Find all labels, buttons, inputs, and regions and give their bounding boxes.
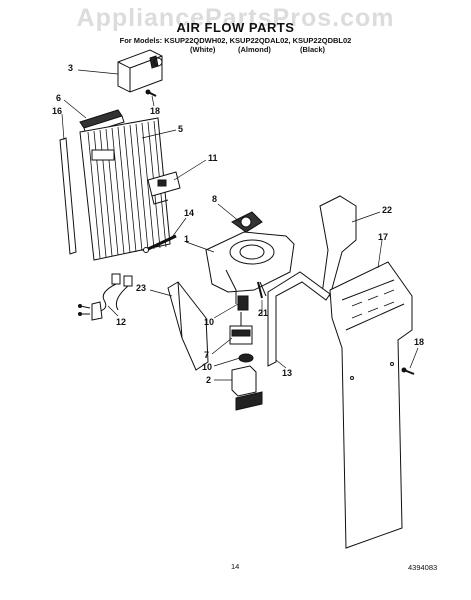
- variant-black: (Black): [300, 45, 326, 54]
- callout-3: 3: [68, 63, 74, 73]
- callout-22: 22: [382, 205, 393, 215]
- callout-6: 6: [56, 93, 62, 103]
- callout-21: 21: [258, 308, 269, 318]
- part-screw-bottom: [401, 367, 415, 375]
- part-duct: [329, 261, 413, 549]
- part-deflector: [167, 281, 209, 371]
- part-grommet: [238, 353, 254, 363]
- part-motor-mount-upper: [237, 295, 249, 311]
- document-number: 4394083: [408, 563, 438, 572]
- callout-10-lower: 10: [202, 362, 213, 372]
- callout-11: 11: [208, 153, 218, 163]
- callout-18-bottom: 18: [414, 337, 425, 347]
- callout-23: 23: [136, 283, 147, 293]
- part-motor-bracket: [231, 365, 263, 411]
- model-list: For Models: KSUP22QDWH02, KSUP22QDAL02, …: [119, 36, 352, 45]
- part-gasket: [267, 271, 331, 367]
- part-strip: [59, 137, 77, 255]
- callout-18-top: 18: [150, 106, 161, 116]
- leader-lines: [61, 69, 419, 381]
- variant-almond: (Almond): [238, 45, 271, 54]
- callout-13: 13: [282, 368, 293, 378]
- part-harness: [78, 273, 133, 321]
- variant-white: (White): [190, 45, 216, 54]
- watermark: AppliancePartsPros.com: [76, 4, 395, 32]
- page-number: 14: [231, 562, 240, 571]
- callout-16: 16: [52, 106, 63, 116]
- callout-7: 7: [204, 350, 210, 360]
- callout-17: 17: [378, 232, 389, 242]
- callout-2: 2: [206, 375, 212, 385]
- callout-12: 12: [116, 317, 127, 327]
- part-fan-housing: [205, 231, 295, 304]
- callout-10-upper: 10: [204, 317, 215, 327]
- callout-14: 14: [184, 208, 195, 218]
- part-fan-cover: [117, 49, 163, 93]
- part-screw-top: [145, 89, 157, 97]
- callout-1: 1: [184, 234, 190, 244]
- callout-8: 8: [212, 194, 218, 204]
- part-bracket: [147, 171, 181, 205]
- part-screw-small: [257, 281, 263, 299]
- part-baffle: [319, 195, 357, 297]
- callout-5: 5: [178, 124, 184, 134]
- part-motor: [229, 312, 253, 345]
- part-fan-blade: [231, 211, 263, 233]
- diagram-title: AIR FLOW PARTS: [176, 20, 295, 35]
